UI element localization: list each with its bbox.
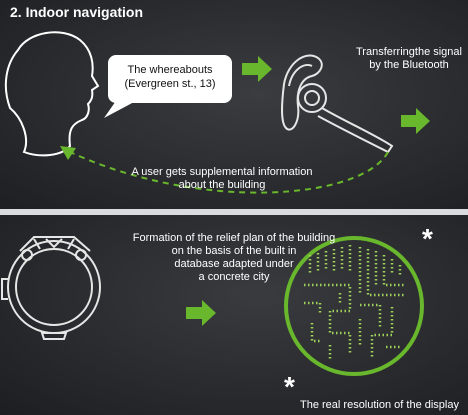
caption-line: database adapted under <box>174 258 294 270</box>
caption-line: on the basis of the built in <box>171 245 297 257</box>
relief-plan-display-icon <box>284 236 424 376</box>
speech-bubble-line: The whereabouts <box>127 64 213 76</box>
top-panel: 2. Indoor navigation The whereabouts (Ev… <box>0 0 468 209</box>
panel-divider <box>0 209 468 215</box>
bluetooth-headset-icon <box>281 54 394 154</box>
section-title: 2. Indoor navigation <box>10 4 144 20</box>
head-profile-icon <box>4 31 100 157</box>
caption-line: Formation of the relief plan of the buil… <box>132 232 336 244</box>
speech-bubble: The whereabouts (Evergreen st., 13) <box>108 55 232 103</box>
arrow-right-icon <box>186 300 216 326</box>
dashed-return-arrow <box>69 151 389 194</box>
bluetooth-caption: Transferringthe signal by the Bluetooth <box>352 46 466 72</box>
display-device-icon <box>1 236 101 340</box>
bubble-tail <box>104 98 134 118</box>
asterisk-mark: * <box>284 371 295 402</box>
bottom-panel: Formation of the relief plan of the buil… <box>0 215 468 415</box>
speech-bubble-text: The whereabouts (Evergreen st., 13) <box>108 63 232 91</box>
arrowhead-icon <box>60 146 76 160</box>
caption-line: about the building <box>178 179 266 191</box>
arrow-right-icon <box>401 108 430 134</box>
speech-bubble-line: (Evergreen st., 13) <box>124 78 216 90</box>
formation-caption: Formation of the relief plan of the buil… <box>124 232 344 284</box>
caption-line: Transferringthe signal <box>356 46 462 58</box>
caption-line: A user gets supplemental information <box>131 166 313 178</box>
resolution-caption: The real resolution of the display <box>300 399 459 411</box>
feedback-caption: A user gets supplemental information abo… <box>112 166 332 192</box>
asterisk-mark: * <box>422 223 433 254</box>
bottom-illustration <box>1 236 424 376</box>
caption-line: a concrete city <box>198 271 270 283</box>
caption-line: by the Bluetooth <box>369 59 449 71</box>
top-illustration <box>4 31 430 194</box>
arrow-right-icon <box>242 56 272 82</box>
